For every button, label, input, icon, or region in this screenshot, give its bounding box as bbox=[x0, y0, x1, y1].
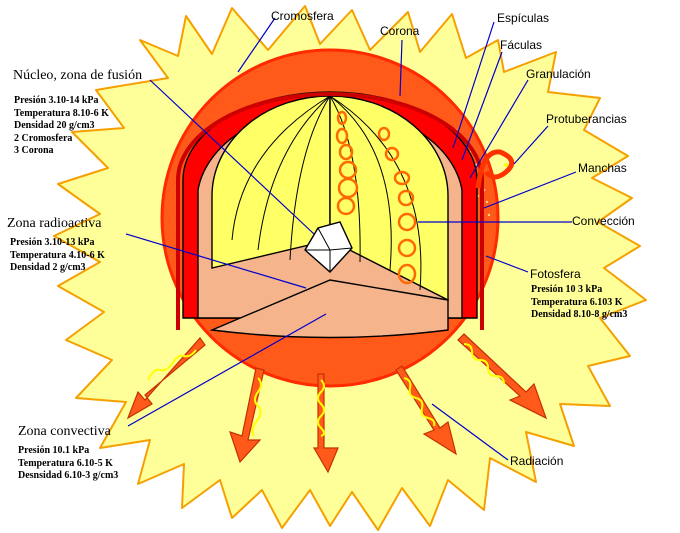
nucleo-line: Densidad 20 g/cm3 bbox=[14, 120, 95, 131]
nucleo-line: Presión 3.10-14 kPa bbox=[14, 95, 99, 106]
convection-cells bbox=[335, 110, 417, 285]
label-manchas: Manchas bbox=[578, 161, 627, 175]
convectiva-line: Temperatura 6.10-5 K bbox=[18, 457, 113, 469]
fotosfera-line: Presión 10 3 kPa bbox=[531, 284, 603, 295]
label-cromosfera: Cromosfera bbox=[271, 9, 334, 23]
radioactiva-line: Presión 3.10-13 kPa bbox=[10, 237, 95, 248]
nucleo-title: Núcleo, zona de fusión bbox=[13, 68, 143, 83]
fotosfera-line: Densidad 8.10-8 g/cm3 bbox=[531, 309, 628, 320]
nucleo-line: 3 Corona bbox=[14, 145, 54, 156]
cutaway bbox=[182, 91, 478, 339]
convectiva-details: Presión 10.1 kPa Temperatura 6.10-5 K De… bbox=[18, 445, 118, 483]
leader-lines bbox=[125, 17, 577, 461]
label-radiacion: Radiación bbox=[510, 454, 564, 468]
core-section-left bbox=[211, 95, 331, 269]
fotosfera-details: Presión 10 3 kPa Temperatura 6.103 K Den… bbox=[531, 284, 627, 322]
nucleo-line: 2 Cromosfera bbox=[14, 132, 73, 144]
label-corona: Corona bbox=[380, 24, 420, 38]
label-faculas: Fáculas bbox=[500, 38, 543, 52]
label-protuberancias: Protuberancias bbox=[546, 112, 627, 126]
prominence bbox=[475, 149, 515, 189]
radioactiva-line: Densidad 2 g/cm3 bbox=[10, 262, 86, 273]
radioactiva-details: Presión 3.10-13 kPa Temperatura 4.10-6 K… bbox=[10, 237, 105, 275]
nucleo-line: Temperatura 8.10-6 K bbox=[14, 107, 109, 119]
label-espiculas: Espículas bbox=[497, 11, 550, 25]
radioactiva-title: Zona radioactiva bbox=[7, 216, 102, 231]
cut-floor bbox=[209, 279, 449, 339]
label-granulacion: Granulación bbox=[526, 67, 591, 81]
fotosfera-line: Temperatura 6.103 K bbox=[531, 296, 623, 308]
convectiva-line: Desnsidad 6.10-3 g/cm3 bbox=[18, 470, 119, 481]
radiation-waves bbox=[147, 343, 505, 437]
nucleo-details: Presión 3.10-14 kPa Temperatura 8.10-6 K… bbox=[14, 95, 109, 158]
radioactiva-line: Temperatura 4.10-6 K bbox=[10, 249, 105, 261]
convectiva-line: Presión 10.1 kPa bbox=[18, 445, 90, 456]
label-conveccion: Convección bbox=[572, 214, 635, 228]
fotosfera-title: Fotosfera bbox=[530, 267, 581, 281]
core-section-right bbox=[329, 95, 449, 302]
convectiva-title: Zona convectiva bbox=[18, 424, 111, 439]
